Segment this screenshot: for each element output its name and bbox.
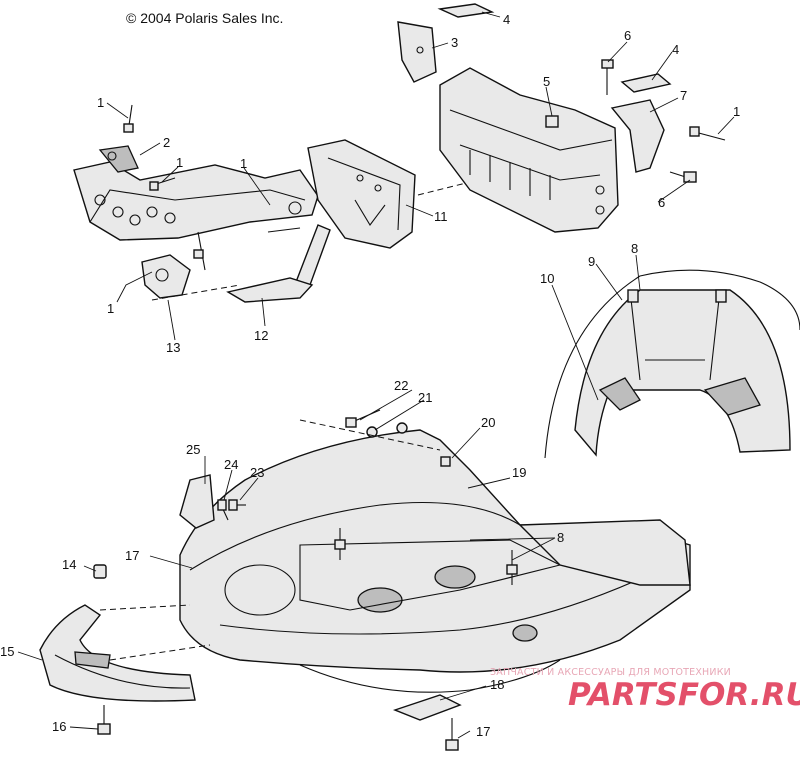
watermark-tagline: ЗАПЧАСТИ И АКСЕССУАРЫ ДЛЯ МОТОТЕХНИКИ <box>490 667 731 678</box>
side-panel-right <box>518 519 691 586</box>
nut-20 <box>440 456 451 467</box>
callout-15: 15 <box>0 644 14 659</box>
callout-1: 1 <box>240 156 247 171</box>
callout-17: 17 <box>476 724 490 739</box>
copyright-text: © 2004 Polaris Sales Inc. <box>126 10 283 26</box>
callout-9: 9 <box>588 254 595 269</box>
bolt-6-lower <box>669 171 697 183</box>
bolt-6-top <box>601 59 614 95</box>
callout-8: 8 <box>557 530 564 545</box>
bolt-icon <box>193 231 206 271</box>
callout-3: 3 <box>451 35 458 50</box>
callout-1: 1 <box>97 95 104 110</box>
assembly-dashline <box>417 181 471 196</box>
callout-24: 24 <box>224 457 238 472</box>
callout-8: 8 <box>631 241 638 256</box>
callout-6: 6 <box>658 195 665 210</box>
bolt-icon <box>334 528 346 560</box>
spindle-bracket-13 <box>141 254 191 299</box>
callout-11: 11 <box>434 209 448 224</box>
callout-19: 19 <box>512 465 526 480</box>
bolt-22 <box>345 409 381 428</box>
assembly-dashline <box>151 284 241 301</box>
bracket-3 <box>397 21 437 83</box>
callout-25: 25 <box>186 442 200 457</box>
bracket-25 <box>179 474 215 529</box>
bracket-7 <box>610 99 665 173</box>
callout-13: 13 <box>166 340 180 355</box>
bolt-icon <box>228 499 246 511</box>
bumper-bracket-12 <box>226 277 314 303</box>
front-bumper-15 <box>39 604 196 702</box>
callout-20: 20 <box>481 415 495 430</box>
callout-14: 14 <box>62 557 76 572</box>
callout-7: 7 <box>680 88 687 103</box>
callout-1: 1 <box>176 155 183 170</box>
callout-23: 23 <box>250 465 264 480</box>
callout-6: 6 <box>624 28 631 43</box>
bolt-icon <box>506 550 518 585</box>
bolt-icon <box>217 499 229 521</box>
callout-4: 4 <box>672 42 679 57</box>
callout-12: 12 <box>254 328 268 343</box>
frame-bracket-right <box>307 139 416 249</box>
assembly-dashline <box>99 604 191 611</box>
assembly-dashline <box>299 419 441 451</box>
assembly-dashline <box>109 644 211 661</box>
nut-5 <box>545 115 559 128</box>
bolt-icon <box>267 227 301 233</box>
callout-4: 4 <box>503 12 510 27</box>
nut-14 <box>93 564 107 579</box>
front-strut <box>295 224 331 286</box>
callout-10: 10 <box>540 271 554 286</box>
callout-5: 5 <box>543 74 550 89</box>
callout-labels: 1 2 1 1 1 13 12 11 3 4 5 6 4 7 1 6 8 9 1… <box>0 12 740 739</box>
bolt-1-right <box>689 126 726 141</box>
leader-lines <box>17 11 735 739</box>
steering-support-11 <box>439 67 619 233</box>
bolt-17-lower <box>445 718 459 751</box>
callout-16: 16 <box>52 719 66 734</box>
mount-plate-18 <box>392 694 462 721</box>
callout-1: 1 <box>733 104 740 119</box>
callout-1: 1 <box>107 301 114 316</box>
bolt-icon <box>123 104 134 133</box>
decal-4-top <box>437 3 495 18</box>
bolt-16 <box>97 705 111 735</box>
front-frame-assembly <box>73 145 319 241</box>
callout-18: 18 <box>490 677 504 692</box>
detail-inset <box>544 269 800 459</box>
decal-4-right <box>620 73 672 93</box>
callout-2: 2 <box>163 135 170 150</box>
callout-21: 21 <box>418 390 432 405</box>
watermark-logo: PARTSFOR.RU <box>568 677 800 713</box>
callout-22: 22 <box>394 378 408 393</box>
callout-17: 17 <box>125 548 139 563</box>
bellypan-19 <box>179 429 691 693</box>
